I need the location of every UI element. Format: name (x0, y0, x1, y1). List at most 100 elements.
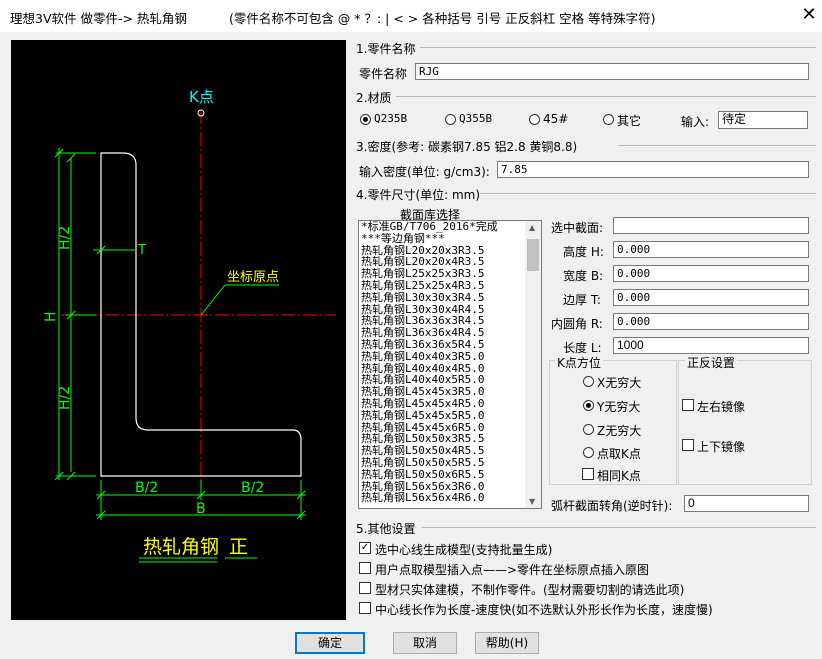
drawing-caption-side: 正 (229, 536, 248, 558)
kpoint-x-radio[interactable] (583, 376, 594, 387)
library-list-item[interactable]: 热轧角钢L40x40x4R5.0 (361, 362, 485, 375)
kpoint-y-radio[interactable] (583, 400, 594, 411)
section5-header: 5.其他设置 (356, 522, 416, 536)
material-other-radio[interactable] (603, 114, 614, 125)
radius-input[interactable]: 0.000 (613, 313, 809, 330)
library-list-item[interactable]: 热轧角钢L30x30x3R4.5 (361, 291, 485, 304)
option-pick-insert-label: 用户点取模型插入点——>零件在坐标原点插入原图 (375, 563, 650, 577)
option-solid-only-label: 型材只实体建模，不制作零件。(型材需要切割的请选此项) (375, 583, 685, 597)
arc-angle-label: 弧杆截面转角(逆时针): (551, 499, 673, 513)
library-list-item[interactable]: 热轧角钢L45x45x3R5.0 (361, 386, 485, 398)
library-list-item[interactable]: 热轧角钢L56x56x4R6.0 (361, 492, 485, 505)
option-centerline-length-label: 中心线长作为长度-速度快(如不选默认外形长作为长度，速度慢) (375, 603, 713, 617)
section-library-label: 截面库选择 (400, 208, 461, 222)
origin-label: 坐标原点 (227, 270, 279, 285)
library-list-item[interactable]: 热轧角钢L40x40x3R5.0 (361, 350, 485, 363)
thickness-input[interactable]: 0.000 (613, 289, 809, 306)
material-q235b-radio[interactable] (360, 114, 371, 125)
library-list-item[interactable]: 热轧角钢L20x20x3R3.5 (361, 244, 485, 257)
arc-angle-input[interactable]: 0 (684, 495, 809, 512)
material-input-label: 输入: (681, 115, 710, 129)
section3-header: 3.密度(参考: 碳素钢7.85 铝2.8 黄铜8.8) (356, 140, 578, 154)
library-list-item[interactable]: 热轧角钢L50x50x5R5.5 (361, 456, 485, 469)
length-label: 长度 L: (563, 341, 602, 355)
library-list-item[interactable]: *标准GB/T706_2016*完成 (361, 221, 498, 233)
dim-t: T (137, 243, 146, 258)
option-pick-insert-checkbox[interactable] (359, 562, 371, 574)
length-input[interactable]: 1000 (613, 337, 809, 354)
option-centerline-checkbox[interactable]: ✓ (359, 542, 371, 554)
library-list-item[interactable]: 热轧角钢L20x20x4R3.5 (361, 256, 485, 269)
height-input[interactable]: 0.000 (613, 241, 809, 258)
part-name-input[interactable]: RJG (415, 63, 809, 80)
width-label: 宽度 B: (563, 269, 604, 283)
dim-h: H (43, 311, 59, 322)
material-input[interactable]: 待定 (718, 111, 808, 129)
dim-b-half-right: B/2 (241, 480, 264, 496)
window-title: 理想3V软件 做零件-> 热轧角钢(零件名称不可包含 @ * ？: | < > … (10, 11, 656, 26)
library-list-item[interactable]: 热轧角钢L50x50x6R5.5 (361, 468, 485, 481)
library-list-item[interactable]: 热轧角钢L45x45x5R5.0 (361, 409, 485, 422)
close-icon[interactable]: ✕ (801, 4, 817, 25)
mirror-lr-label: 左右镜像 (697, 400, 746, 414)
kpoint-pick-radio[interactable] (583, 447, 594, 458)
library-list-item[interactable]: 热轧角钢L25x25x4R3.5 (361, 279, 485, 292)
library-list-item[interactable]: 热轧角钢L45x45x6R5.0 (361, 421, 485, 434)
option-centerline-label: 选中心线生成模型(支持批量生成) (375, 543, 553, 557)
option-centerline-length-checkbox[interactable] (359, 602, 371, 614)
library-list-item[interactable]: 热轧角钢L30x30x4R4.5 (361, 303, 485, 316)
kpoint-z-radio[interactable] (583, 424, 594, 435)
library-list-item[interactable]: 热轧角钢L36x36x4R4.5 (361, 327, 485, 339)
library-list-item[interactable]: 热轧角钢L36x36x3R4.5 (361, 315, 485, 328)
density-label: 输入密度(单位: g/cm3): (359, 165, 490, 179)
ok-button[interactable]: 确定 (295, 632, 365, 654)
material-45-radio[interactable] (529, 114, 540, 125)
selected-section-label: 选中截面: (551, 221, 604, 235)
material-q235b-label: Q235B (374, 112, 408, 125)
library-list-item[interactable]: 热轧角钢L45x45x4R5.0 (361, 397, 485, 410)
drawing-caption: 热轧角钢 (143, 536, 219, 558)
part-name-label: 零件名称 (359, 67, 408, 81)
section2-header: 2.材质 (356, 91, 392, 105)
radius-label: 内圆角 R: (551, 317, 603, 331)
kpoint-z-label: Z无穷大 (597, 424, 642, 438)
height-label: 高度 H: (563, 245, 604, 259)
width-input[interactable]: 0.000 (613, 265, 809, 282)
mirror-group-label: 正反设置 (685, 354, 738, 371)
mirror-group (678, 360, 812, 485)
material-q355b-radio[interactable] (445, 114, 456, 125)
kpoint-pick-label: 点取K点 (597, 447, 641, 461)
library-list-item[interactable]: 热轧角钢L25x25x3R3.5 (361, 268, 485, 280)
kpoint-group (549, 360, 677, 485)
section-preview-canvas: K点 H/2 H H/2 T 坐标原点 (11, 40, 346, 620)
same-k-label: 相同K点 (597, 469, 641, 483)
dim-b: B (196, 501, 206, 517)
density-input[interactable]: 7.85 (497, 161, 809, 178)
thickness-label: 边厚 T: (563, 293, 601, 307)
cancel-button[interactable]: 取消 (393, 632, 457, 654)
library-list-item[interactable]: 热轧角钢L36x36x5R4.5 (361, 338, 485, 351)
selected-section-input[interactable] (613, 217, 809, 234)
scroll-down-icon[interactable]: ▼ (529, 497, 536, 506)
library-list-item[interactable]: ***等边角钢*** (361, 232, 445, 245)
material-q355b-label: Q355B (459, 112, 493, 125)
same-k-checkbox[interactable] (582, 468, 594, 480)
option-solid-only-checkbox[interactable] (359, 582, 371, 594)
library-list-item[interactable]: 热轧角钢L50x50x3R5.5 (361, 433, 485, 446)
kpoint-y-label: Y无穷大 (597, 400, 641, 414)
kpoint-group-label: K点方位 (555, 354, 603, 371)
library-list-item[interactable]: 热轧角钢L40x40x5R5.0 (361, 374, 485, 387)
library-list-item[interactable]: 热轧角钢L50x50x4R5.5 (361, 445, 485, 457)
section-library-list[interactable]: *标准GB/T706_2016*完成***等边角钢***热轧角钢L20x20x3… (358, 220, 542, 509)
library-list-item[interactable]: 热轧角钢L56x56x3R6.0 (361, 480, 485, 493)
mirror-ud-label: 上下镜像 (697, 440, 746, 454)
list-scrollbar[interactable]: ▲ ▼ (525, 221, 541, 508)
scroll-thumb[interactable] (527, 239, 539, 271)
dim-h-half-bottom: H/2 (57, 386, 73, 410)
mirror-lr-checkbox[interactable] (682, 399, 694, 411)
scroll-up-icon[interactable]: ▲ (529, 223, 536, 232)
mirror-ud-checkbox[interactable] (682, 439, 694, 451)
title-bar: 理想3V软件 做零件-> 热轧角钢(零件名称不可包含 @ * ？: | < > … (0, 0, 822, 32)
help-button[interactable]: 帮助(H) (475, 632, 539, 654)
material-45-label: 45# (543, 112, 569, 126)
